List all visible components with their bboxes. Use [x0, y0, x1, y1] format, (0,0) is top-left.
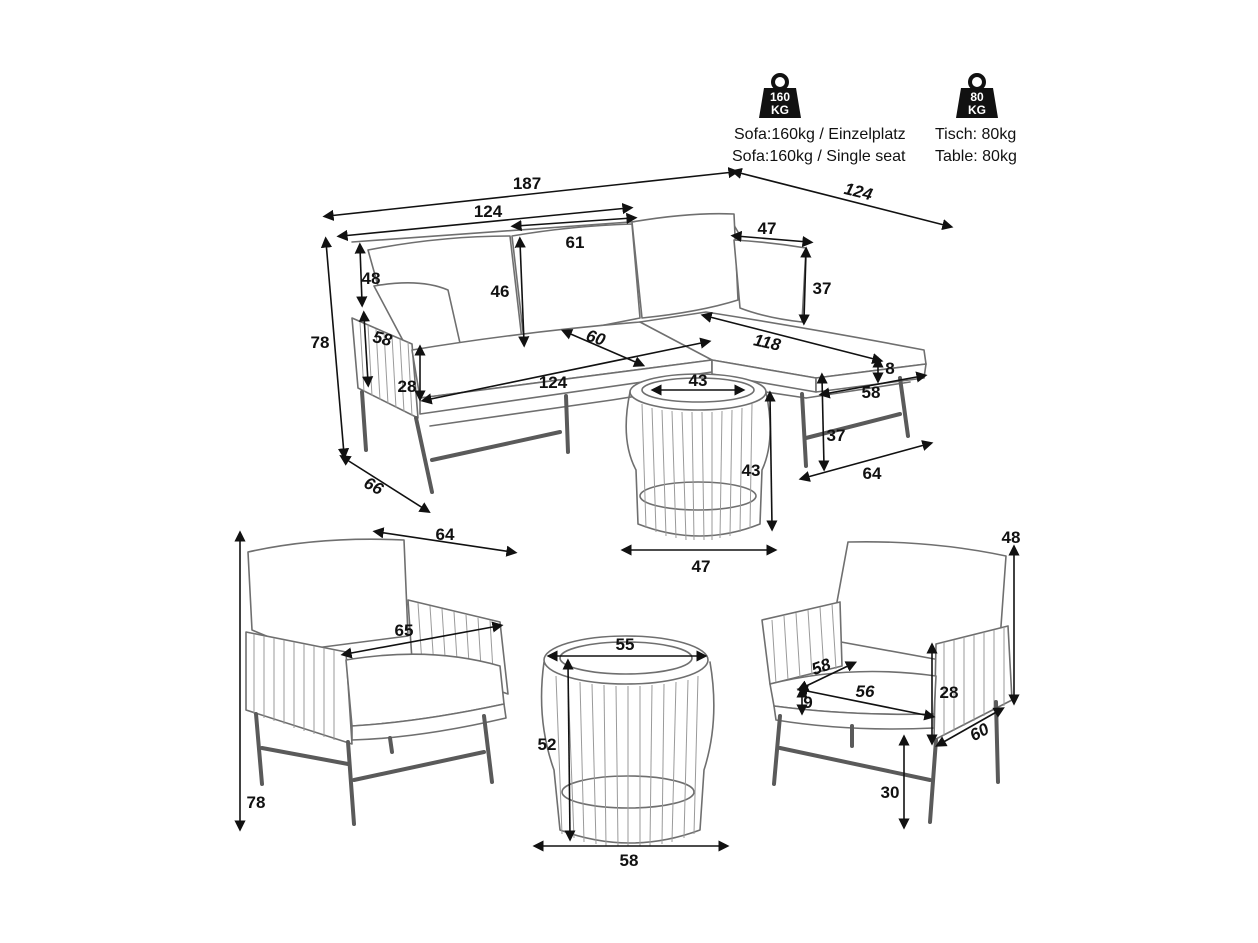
dim-sofa-depth: 66: [361, 473, 387, 499]
dim-sofa-back-height-left: 48: [362, 269, 381, 288]
dim-sofa-seat-length: 124: [539, 373, 568, 392]
dim-small-table-top: 43: [689, 371, 708, 390]
small-side-table-illustration: [625, 373, 771, 541]
sofa-weight-badge-top: 160: [770, 90, 790, 104]
corner-sofa-illustration: [351, 212, 927, 494]
dim-sofa-chaise-width: 58: [862, 383, 881, 402]
dim-sofa-side-pillow-width: 47: [758, 219, 777, 238]
dim-large-table-top: 55: [616, 635, 635, 654]
dim-sofa-chaise-cushion-thickness: 8: [885, 359, 894, 378]
dim-sofa-chaise-depth: 64: [863, 464, 882, 483]
dim-sofa-back-length: 124: [474, 202, 503, 221]
dim-left-chair-width: 64: [436, 525, 455, 544]
weight-icon: 80 KG: [956, 73, 998, 118]
right-armchair-illustration: [761, 540, 1013, 824]
dim-right-chair-arm-height: 28: [940, 683, 959, 702]
table-weight-badge-bottom: KG: [968, 103, 986, 117]
dim-right-chair-cushion-thickness: 9: [803, 693, 812, 712]
dim-sofa-back-height-mid: 46: [491, 282, 510, 301]
dim-right-chair-depth: 60: [967, 719, 993, 745]
dim-right-chair-seat-width: 56: [856, 682, 875, 701]
dim-sofa-cushion-width: 61: [566, 233, 585, 252]
dim-sofa-overall-height: 78: [311, 333, 330, 352]
dimension-labels: 187 124 124 61 47 37 48 46 78 58 60 118 …: [247, 174, 1021, 870]
table-weight-en: Table: 80kg: [935, 148, 1017, 165]
dim-left-chair-seat-width: 65: [395, 621, 414, 640]
dim-sofa-arm-height: 28: [398, 377, 417, 396]
table-weight-de: Tisch: 80kg: [935, 126, 1016, 143]
dim-sofa-total-length: 187: [513, 174, 541, 193]
sofa-weight-de: Sofa:160kg / Einzelplatz: [734, 126, 906, 143]
left-armchair-illustration: [245, 538, 509, 826]
dim-left-chair-height: 78: [247, 793, 266, 812]
dim-right-chair-seat-height: 30: [881, 783, 900, 802]
table-weight-badge-top: 80: [970, 90, 984, 104]
dim-right-chair-back-height: 48: [1002, 528, 1021, 547]
dimension-lines: [234, 167, 1020, 852]
dim-small-table-base: 47: [692, 557, 711, 576]
weight-legend: 160 KG Sofa:160kg / Einzelplatz Sofa:160…: [732, 73, 1017, 165]
dim-small-table-height: 43: [742, 461, 761, 480]
dim-sofa-seat-height: 37: [827, 426, 846, 445]
weight-icon: 160 KG: [759, 73, 801, 118]
dim-sofa-side-pillow-height: 37: [813, 279, 832, 298]
dim-large-table-base: 58: [620, 851, 639, 870]
dim-large-table-height: 52: [538, 735, 557, 754]
sofa-weight-en: Sofa:160kg / Single seat: [732, 148, 906, 165]
dim-sofa-arm-depth: 58: [371, 327, 394, 350]
sofa-weight-badge-bottom: KG: [771, 103, 789, 117]
